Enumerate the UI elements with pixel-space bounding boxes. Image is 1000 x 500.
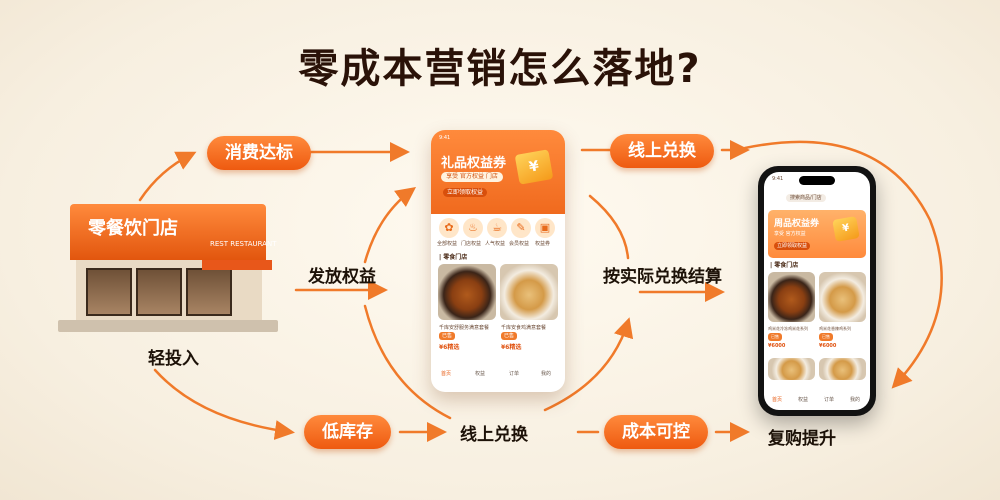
store-sign: 零餐饮门店 xyxy=(88,218,178,239)
coupon-banner[interactable]: 周品权益券 享受 官方权益 立即领取权益 ¥ xyxy=(768,210,866,258)
coupon-subtitle: 享受 官方权益 门店 xyxy=(441,172,503,182)
nav-home[interactable]: 首页 xyxy=(441,371,452,377)
item-tag: 已售 xyxy=(501,332,518,340)
label-low-inventory: 低库存 xyxy=(304,415,391,449)
label-light-investment: 轻投入 xyxy=(148,349,199,369)
category-icon[interactable]: ▣ xyxy=(535,218,555,238)
nav-orders[interactable]: 订单 xyxy=(509,371,520,377)
phone-screen: 9:41 搜索商品/门店 周品权益券 享受 官方权益 立即领取权益 ¥ | 零食… xyxy=(764,172,870,410)
label-consumption-reached: 消费达标 xyxy=(207,136,311,170)
section-title: | 零食门店 xyxy=(770,262,799,269)
nav-home[interactable]: 首页 xyxy=(772,397,783,403)
item-name: 鸡米花香辣鸡系列 xyxy=(819,326,851,331)
item-price: ¥6精选 xyxy=(439,344,460,351)
nav-me[interactable]: 我的 xyxy=(850,397,861,403)
coupon-title: 周品权益券 xyxy=(774,219,820,229)
claim-button[interactable]: 立即领取权益 xyxy=(774,242,810,250)
category-icon[interactable]: ✎ xyxy=(511,218,531,238)
food-image[interactable] xyxy=(819,272,866,322)
arrow-store-to-consumption xyxy=(138,151,197,202)
benefit-app-phone: 9:41 礼品权益券 享受 官方权益 门店 立即领取权益 ¥ ✿ ♨ ☕ ✎ ▣… xyxy=(431,130,565,392)
nav-orders[interactable]: 订单 xyxy=(824,397,835,403)
store-roof xyxy=(70,204,266,260)
label-repurchase-up: 复购提升 xyxy=(768,429,836,449)
category-icon[interactable]: ✿ xyxy=(439,218,459,238)
item-price: ¥6000 xyxy=(768,343,786,349)
item-name: 千库安舒服务满意套餐 xyxy=(439,325,490,331)
label-issue-benefits: 发放权益 xyxy=(308,267,376,287)
item-tag: 已售 xyxy=(439,332,456,340)
section-title: | 零食门店 xyxy=(439,254,468,261)
category-icon[interactable]: ♨ xyxy=(463,218,483,238)
store-window xyxy=(186,268,232,316)
category-label: 门店权益 xyxy=(461,241,482,247)
category-label: 全部权益 xyxy=(437,241,458,247)
coupon-subtitle: 享受 官方权益 xyxy=(774,231,806,237)
food-image[interactable] xyxy=(438,264,496,320)
page-title: 零成本营销怎么落地? xyxy=(298,46,702,92)
status-time: 9:41 xyxy=(772,176,784,182)
food-image[interactable] xyxy=(819,358,866,380)
coupon-title: 礼品权益券 xyxy=(441,156,507,171)
item-name: 千库安食鸡满意套餐 xyxy=(501,325,547,331)
store-awning xyxy=(202,260,272,270)
item-tag: 已售 xyxy=(819,333,833,341)
arrow-big-loop xyxy=(743,140,943,389)
arrow-curve-down-from-mid xyxy=(363,304,452,420)
category-icon[interactable]: ☕ xyxy=(487,218,507,238)
nav-me[interactable]: 我的 xyxy=(541,371,552,377)
store-door xyxy=(136,268,182,316)
store-base xyxy=(58,320,278,332)
category-label: 会员权益 xyxy=(509,241,530,247)
store-sign-small: REST RESTAURANT xyxy=(210,240,277,248)
status-time: 9:41 xyxy=(439,135,451,141)
label-cost-controllable: 成本可控 xyxy=(604,415,708,449)
item-tag: 已售 xyxy=(768,333,782,341)
nav-benefits[interactable]: 权益 xyxy=(798,397,809,403)
label-online-redeem-top: 线上兑换 xyxy=(610,134,714,168)
label-settle-actual: 按实际兑换结算 xyxy=(603,267,722,287)
dynamic-island xyxy=(799,176,835,185)
app-header: 9:41 礼品权益券 享受 官方权益 门店 立即领取权益 ¥ xyxy=(431,130,565,214)
label-online-redeem-bottom: 线上兑换 xyxy=(460,425,528,445)
store-window xyxy=(86,268,132,316)
food-image[interactable] xyxy=(768,272,815,322)
arrow-store-to-inventory xyxy=(153,368,295,440)
arrow-curve-up-to-phone xyxy=(363,187,417,264)
gold-coupon-icon: ¥ xyxy=(832,216,860,242)
category-label: 人气权益 xyxy=(485,241,506,247)
category-label: 权益券 xyxy=(535,241,551,247)
claim-button[interactable]: 立即领取权益 xyxy=(443,188,487,197)
food-image[interactable] xyxy=(768,358,815,380)
restaurant-store-illustration: 零餐饮门店 REST RESTAURANT xyxy=(52,196,284,336)
arrow-redeem-up-to-settle xyxy=(543,317,634,412)
item-name: 鸡米花冷冻鸡米花系列 xyxy=(768,326,808,331)
search-bar[interactable]: 搜索商品/门店 xyxy=(786,194,826,202)
arrow-phone-to-settle xyxy=(588,194,630,260)
gold-coupon-icon: ¥ xyxy=(514,149,554,185)
item-price: ¥6000 xyxy=(819,343,837,349)
item-price: ¥6精选 xyxy=(501,344,522,351)
member-app-phone: 9:41 搜索商品/门店 周品权益券 享受 官方权益 立即领取权益 ¥ | 零食… xyxy=(758,166,876,416)
nav-benefits[interactable]: 权益 xyxy=(475,371,486,377)
food-image[interactable] xyxy=(500,264,558,320)
